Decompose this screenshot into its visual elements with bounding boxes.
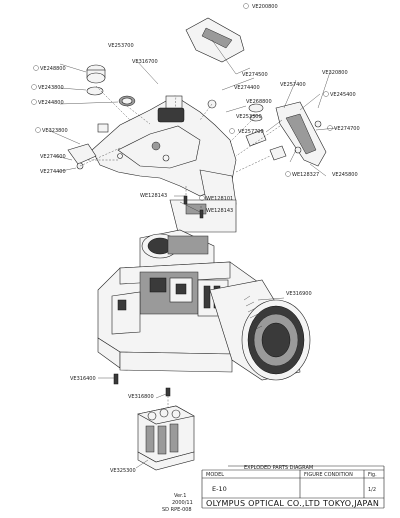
callout-VE316800: VE316800 [128, 394, 154, 400]
title-block-model-label: MODEL [206, 472, 224, 478]
title-block-fig-no: Fig. [368, 472, 377, 478]
callout-VE274600: VE274600 [40, 154, 66, 160]
top-cover-assembly [67, 17, 327, 233]
title-block-company: OLYMPUS OPTICAL CO.,LTD TOKYO,JAPAN [206, 499, 379, 508]
callout-VE244800: VE244800 [38, 100, 64, 106]
title-block-side-code-1: Ver.1 [174, 493, 186, 499]
callout-VE274700: VE274700 [334, 126, 360, 132]
callout-VE245800: VE245800 [332, 172, 358, 178]
callout-VE316700: VE316700 [132, 59, 158, 65]
callout-VE274500: VE274500 [242, 72, 268, 78]
callout-VE257400: VE257400 [280, 82, 306, 88]
callout-WE128327: WE128327 [292, 172, 319, 178]
callout-VE274400: VE274400 [234, 85, 260, 91]
title-block-model: E-10 [212, 485, 227, 493]
callout-VE274400-b: VE274400 [40, 169, 66, 175]
callout-VE320800: VE320800 [322, 70, 348, 76]
callout-WE128101: WE128101 [206, 196, 233, 202]
callout-VE316900: VE316900 [286, 291, 312, 297]
callout-VE257700: VE257700 [238, 129, 264, 135]
title-block-figure-label: FIGURE CONDITION [304, 472, 353, 478]
title-block-side-code-3: SD RPE-008 [162, 507, 192, 513]
callout-VE323800: VE323800 [42, 128, 68, 134]
callout-VE200800: VE200800 [252, 4, 278, 10]
callout-WE128143-a: WE128143 [140, 193, 167, 199]
camera-body-assembly [97, 229, 311, 385]
battery-holder-assembly [135, 387, 195, 471]
title-block-side-code-2: 2000/11 [172, 500, 193, 506]
title-block-title: EXPLODED PARTS DIAGRAM [244, 465, 313, 471]
callout-VE248800: VE248800 [40, 66, 66, 72]
callout-VE268800: VE268800 [246, 99, 272, 105]
callout-VE253300: VE253300 [236, 114, 262, 120]
title-block-page: 1/2 [368, 487, 376, 493]
callout-WE128143-b: WE128143 [206, 208, 233, 214]
title-block: EXPLODED PARTS DIAGRAM MODEL FIGURE COND… [162, 465, 385, 513]
leader-lines-top [47, 59, 337, 218]
leader-lines-body [98, 297, 285, 379]
callout-VE325300: VE325300 [110, 468, 136, 474]
callout-VE243800: VE243800 [38, 85, 64, 91]
position-markers [31, 3, 333, 201]
callout-VE253700: VE253700 [108, 43, 134, 49]
callout-VE245400: VE245400 [330, 92, 356, 98]
callout-VE316400: VE316400 [70, 376, 96, 382]
callout-labels: VE200800 VE253700 VE248800 VE316700 VE24… [38, 4, 360, 474]
